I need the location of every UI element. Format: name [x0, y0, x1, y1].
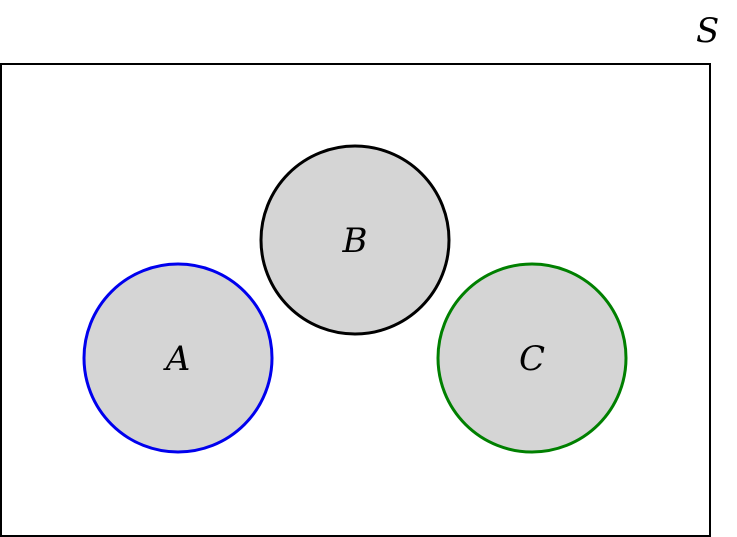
- set-a-label: A: [163, 339, 191, 379]
- universe-rect: [0, 63, 711, 537]
- set-c-circle: [436, 262, 628, 454]
- set-c-label: C: [519, 339, 545, 379]
- set-b-circle: [259, 144, 451, 336]
- set-a-circle: [82, 262, 274, 454]
- set-b-label: B: [342, 221, 368, 261]
- universe-label: S: [696, 11, 719, 51]
